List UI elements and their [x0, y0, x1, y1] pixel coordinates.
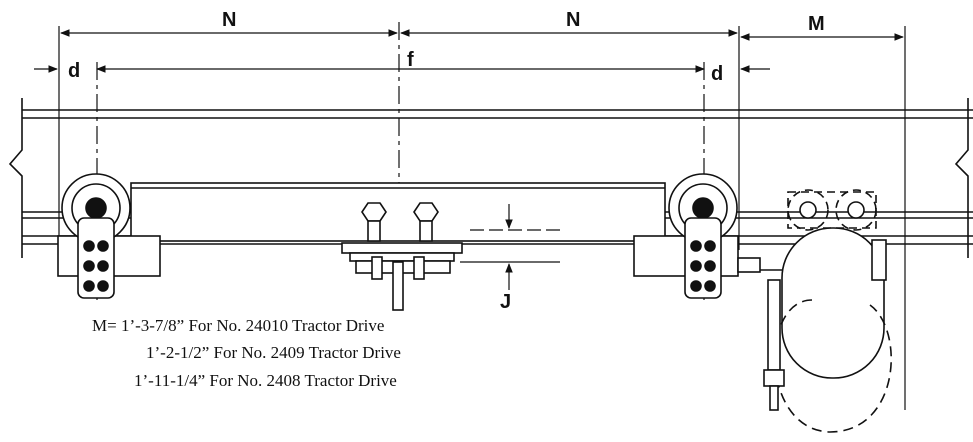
bolt-head-right — [413, 202, 439, 222]
note-line-2: 1’-2-1/2” For No. 2409 Tractor Drive — [146, 343, 401, 362]
note-line-3: 1’-11-1/4” For No. 2408 Tractor Drive — [134, 371, 397, 390]
m-label: M — [808, 13, 825, 35]
bolt-head-left — [361, 202, 387, 222]
dimension-lines — [34, 22, 906, 410]
drive-wheel-left — [787, 189, 829, 231]
rail-break-right — [954, 98, 969, 258]
drive-motor-housing — [781, 227, 885, 379]
d-left-label: d — [68, 60, 80, 82]
trolley-left-axle-icon — [85, 197, 107, 219]
drive-arm — [767, 279, 781, 371]
d-right-label: d — [711, 63, 723, 85]
center-clamp-assembly — [341, 202, 463, 311]
tractor-drive — [760, 189, 892, 433]
trolley-left-side-plate — [77, 217, 115, 299]
j-label: J — [500, 291, 511, 313]
n-right-label: N — [566, 9, 580, 31]
trolley-right-axle-icon — [692, 197, 714, 219]
trolley-right — [633, 173, 761, 299]
j-dimension — [460, 204, 560, 290]
trolley-left — [57, 173, 161, 299]
note-line-1: M= 1’-3-7/8” For No. 24010 Tractor Drive — [92, 316, 384, 335]
rail-break-left — [8, 98, 23, 258]
n-left-label: N — [222, 9, 236, 31]
f-label: f — [407, 49, 414, 71]
load-bar — [130, 182, 666, 242]
drive-swing-path — [774, 299, 892, 433]
trolley-right-side-plate — [684, 217, 722, 299]
pendant-rod — [392, 261, 404, 311]
